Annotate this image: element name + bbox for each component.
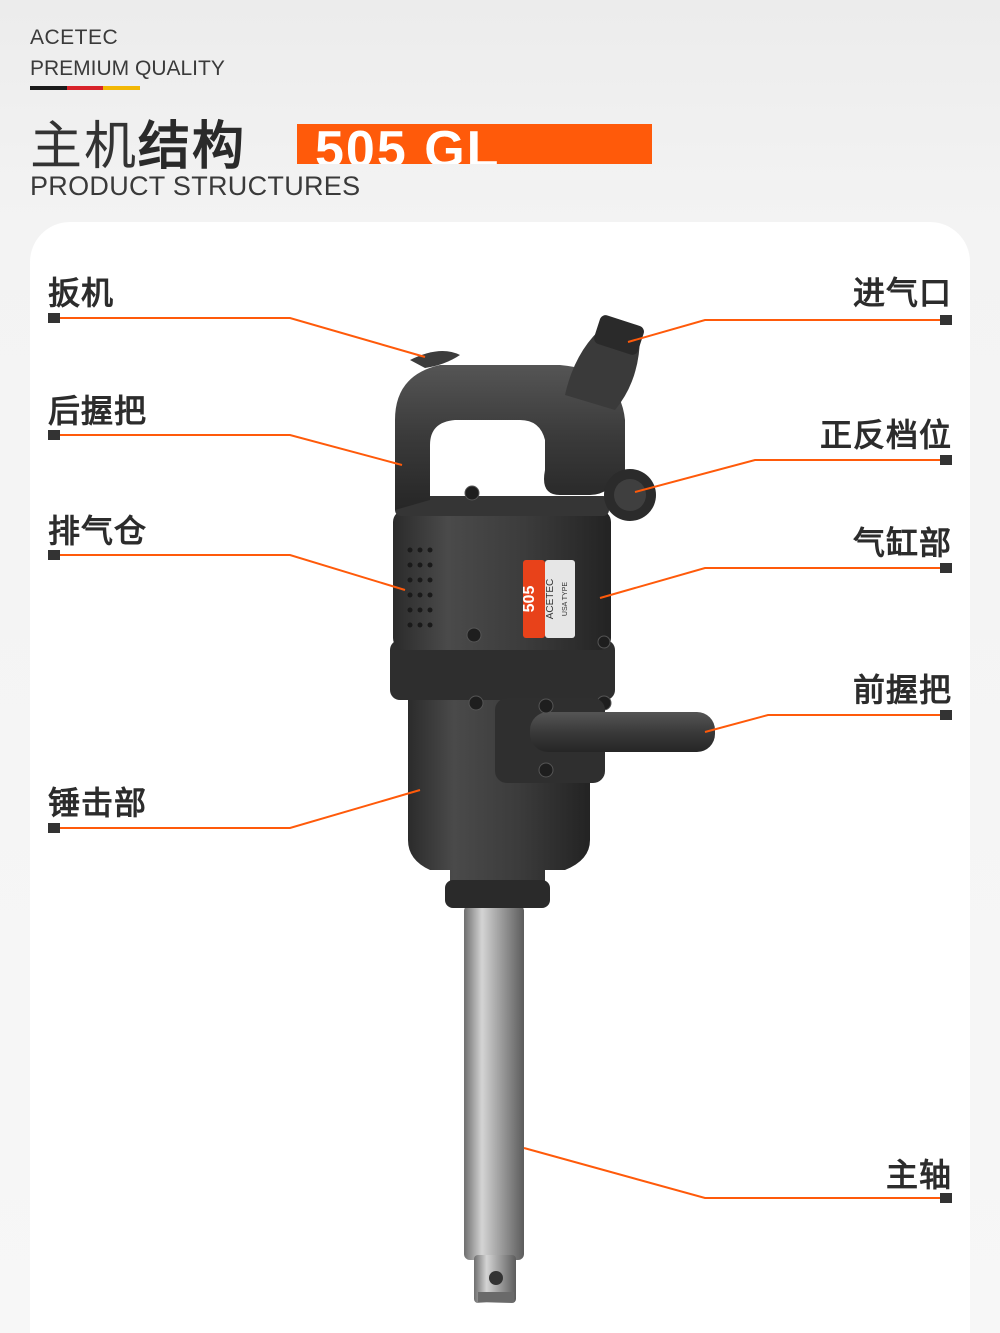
leader-main-shaft xyxy=(523,1147,952,1199)
leader-front-grip xyxy=(704,714,952,733)
leader-exhaust xyxy=(48,554,406,591)
page-subtitle: PRODUCT STRUCTURES xyxy=(30,171,361,201)
leader-trigger xyxy=(48,317,426,358)
title-light: 主机 xyxy=(30,116,139,177)
leader-switch xyxy=(634,459,952,493)
badge-brand: ACETEC xyxy=(545,579,556,620)
label-air-inlet: 进气口 xyxy=(852,274,952,312)
label-cylinder-section: 气缸部 xyxy=(852,524,952,562)
leader-rear-grip xyxy=(48,434,403,466)
leader-cylinder xyxy=(599,567,952,599)
model-banner: 505 GL xyxy=(297,124,652,164)
cylinder-body-part xyxy=(390,485,615,711)
page-title: 主机结构 xyxy=(30,110,246,177)
label-rear-grip: 后握把 xyxy=(48,392,148,430)
callout-lines xyxy=(48,317,952,1199)
label-forward-reverse-switch: 正反档位 xyxy=(819,416,952,454)
callout-markers xyxy=(48,313,952,1203)
badge-model: 505 xyxy=(521,586,538,613)
title-bold: 结构 xyxy=(138,116,247,177)
flag-black xyxy=(30,86,67,90)
model-name: 505 GL xyxy=(315,124,501,164)
model-badge: 505 ACETEC USA TYPE xyxy=(521,560,575,638)
label-front-grip: 前握把 xyxy=(852,671,952,709)
label-main-shaft: 主轴 xyxy=(885,1156,952,1194)
rear-handle-part xyxy=(395,315,656,521)
label-trigger: 扳机 xyxy=(48,274,115,312)
badge-type: USA TYPE xyxy=(562,582,569,616)
leader-hammer xyxy=(48,789,421,829)
label-hammer-section: 锤击部 xyxy=(48,784,148,822)
flag-gold xyxy=(103,86,141,90)
front-grip-part xyxy=(495,698,715,783)
brand-name: ACETEC xyxy=(30,26,119,49)
brand-tagline: PREMIUM QUALITY xyxy=(30,57,225,80)
leader-air-inlet xyxy=(627,319,952,343)
flag-red xyxy=(66,86,104,90)
label-exhaust-chamber: 排气仓 xyxy=(48,512,148,550)
flag-stripe xyxy=(30,86,141,90)
main-shaft-part xyxy=(464,905,524,1303)
